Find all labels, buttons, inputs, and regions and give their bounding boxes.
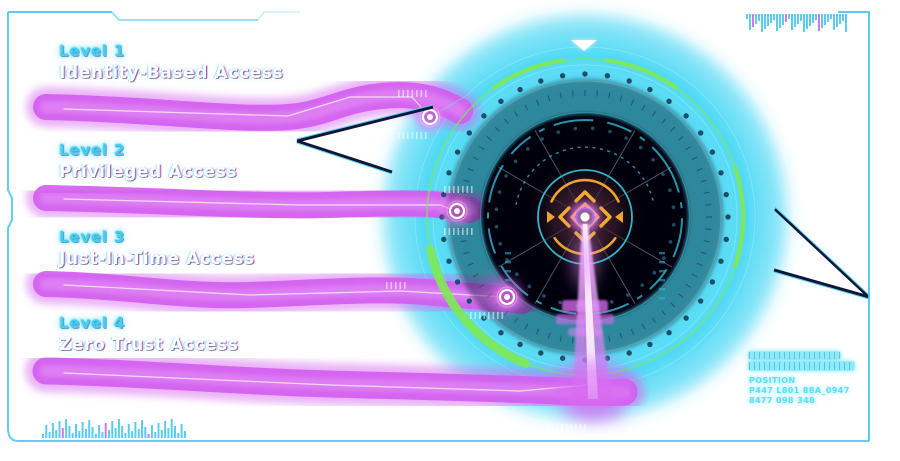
- node-extension-line: [429, 57, 532, 118]
- frame-top-c: [257, 11, 300, 21]
- barcode-bottom-icon: [42, 419, 186, 438]
- top-pointer-icon: [571, 40, 597, 51]
- level-3-block: Level 3 Just-In-Time Access: [59, 228, 255, 269]
- frame-left: [7, 12, 19, 442]
- leader-right: [773, 206, 871, 300]
- pipe-level-3: [26, 264, 542, 321]
- node-level-3: [493, 283, 521, 311]
- level-2-label: Level 2: [59, 141, 126, 159]
- frame-top-b: [111, 11, 258, 21]
- level-1-block: Level 1 Identity-Based Access: [59, 42, 283, 83]
- level-1-name: Identity-Based Access: [59, 63, 284, 83]
- level-2-block: Level 2 Privileged Access: [59, 141, 237, 182]
- right-pointer-icon: [615, 211, 623, 223]
- frame-border: [7, 11, 870, 442]
- connector-nodes: [386, 90, 586, 431]
- level-3-name: Just-In-Time Access: [59, 249, 255, 269]
- position-label: POSITION: [749, 376, 796, 385]
- position-code-1: P447 L801 88A_0947: [749, 386, 850, 395]
- glitch-bar-icon: [749, 362, 854, 370]
- level-4-block: Level 4 Zero Trust Access: [59, 314, 239, 355]
- level-4-name: Zero Trust Access: [59, 335, 239, 355]
- level-2-name: Privileged Access: [59, 162, 238, 182]
- level-3-label: Level 3: [59, 228, 126, 246]
- position-code-2: 8477 098 348: [749, 396, 816, 405]
- frame-right: [838, 11, 870, 441]
- left-pointer-icon: [547, 211, 555, 223]
- level-4-label: Level 4: [59, 314, 126, 332]
- leader-lines: [296, 104, 871, 300]
- hud-readout: POSITION P447 L801 88A_0947 8477 098 348: [749, 352, 879, 406]
- leader-left: [296, 104, 434, 175]
- barcode-top-icon: [746, 14, 847, 32]
- level-1-label: Level 1: [59, 42, 126, 60]
- node-level-2: [443, 197, 471, 225]
- energy-beam: [552, 224, 632, 422]
- glitch-bar-icon: [749, 352, 840, 359]
